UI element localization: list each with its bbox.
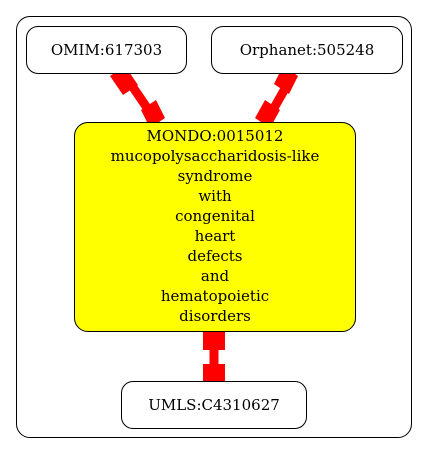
node-mondo-line: hematopoietic [160, 287, 270, 305]
node-omim[interactable]: OMIM:617303 [26, 26, 187, 74]
node-mondo-line: mucopolysaccharidosis-like [110, 147, 320, 165]
edge-mondo-umls [203, 330, 225, 385]
graph-cluster-border [16, 16, 412, 438]
node-mondo-line: disorders [179, 307, 251, 325]
edge-mondo-umls-tail [203, 330, 225, 350]
node-mondo-line: with [198, 187, 232, 205]
edge-omim-mondo [110, 66, 165, 128]
node-umls-label: UMLS:C4310627 [148, 396, 280, 414]
node-omim-label: OMIM:617303 [50, 41, 163, 59]
edge-omim-mondo-head [141, 100, 165, 128]
node-mondo-line: congenital [175, 207, 255, 225]
edge-mondo-umls-head [203, 364, 225, 385]
edge-orphanet-mondo-head [255, 100, 280, 128]
node-mondo[interactable]: MONDO:0015012 mucopolysaccharidosis-like… [74, 122, 356, 332]
node-orphanet-label: Orphanet:505248 [239, 41, 375, 59]
node-umls[interactable]: UMLS:C4310627 [121, 381, 307, 429]
node-mondo-line: and [200, 267, 230, 285]
node-mondo-line: heart [194, 227, 236, 245]
node-mondo-id: MONDO:0015012 [146, 127, 284, 145]
node-orphanet[interactable]: Orphanet:505248 [211, 26, 403, 74]
node-mondo-line: syndrome [177, 167, 253, 185]
node-mondo-line: defects [187, 247, 243, 265]
